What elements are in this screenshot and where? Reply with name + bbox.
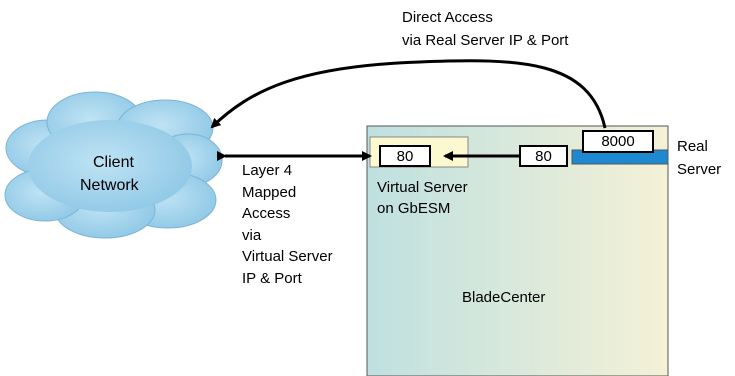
real-port-box: 8000	[582, 130, 654, 153]
bladecenter-label: BladeCenter	[462, 289, 546, 306]
virtual-server-label-line2: on GbESM	[377, 200, 451, 217]
real-server-label-line2: Server	[677, 161, 722, 178]
layer4-access-label: Layer 4 Mapped Access via Virtual Server…	[242, 162, 333, 287]
direct-access-label-line1: Direct Access	[402, 9, 493, 26]
client-network-label-line1: Client	[93, 154, 134, 171]
client-network-cloud	[4, 91, 223, 239]
mid-port-box: 80	[519, 145, 568, 167]
bladecenter-chassis	[366, 125, 669, 376]
virtual-server-label-line1: Virtual Server	[377, 179, 468, 196]
direct-access-arrow	[210, 59, 607, 129]
client-network-label-line2: Network	[80, 177, 139, 194]
real-server-label-line1: Real	[677, 138, 708, 155]
virtual-port-box: 80	[379, 145, 431, 167]
direct-access-label-line2: via Real Server IP & Port	[402, 32, 569, 49]
